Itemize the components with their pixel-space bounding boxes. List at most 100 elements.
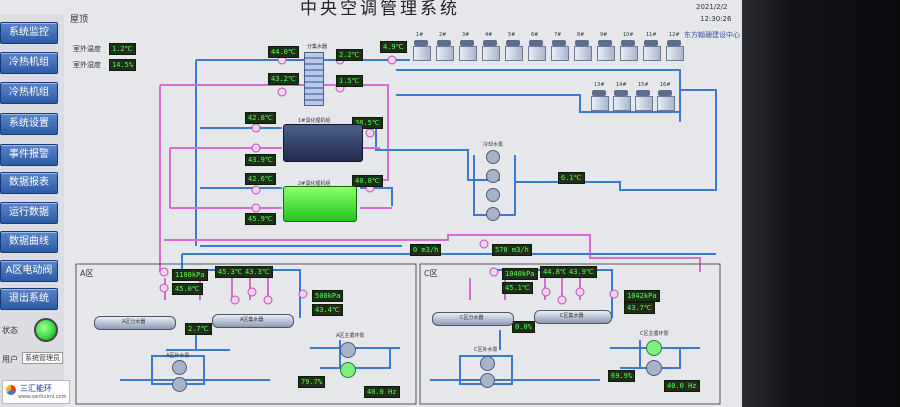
cooling-tower-fan-icon [575, 40, 589, 46]
cooling-tower[interactable]: 3# [458, 32, 477, 61]
sensor-marker [247, 287, 257, 297]
user-label: 用户 [2, 355, 18, 364]
reading-r2: 43.2℃ [268, 73, 299, 85]
nav-exit[interactable]: 退出系统 [0, 288, 58, 310]
nav-chiller-units[interactable]: 冷热机组 [0, 52, 58, 74]
cooling-tower-fan-icon [460, 40, 474, 46]
cooling-tower[interactable]: 14# [612, 82, 631, 111]
cooling-tower[interactable]: 1# [412, 32, 431, 61]
cooling-tower-fan-icon [437, 40, 451, 46]
zone-a-frame [75, 263, 417, 405]
cooling-tower-body-icon [597, 46, 615, 61]
cooling-tower-label: 4# [485, 32, 493, 38]
nav-event-alarm[interactable]: 事件报警 [0, 144, 58, 166]
cooling-tower-label: 7# [554, 32, 562, 38]
cooling-tower-body-icon [551, 46, 569, 61]
zone-a-humidity: 79.7% [298, 376, 326, 388]
cooling-tower-body-icon [657, 96, 675, 111]
sensor-marker [251, 203, 261, 213]
nav-system-monitor[interactable]: 系统监控 [0, 22, 58, 44]
section-title: 屋顶 [70, 15, 89, 25]
cooling-tower[interactable]: 7# [550, 32, 569, 61]
pipe-zone-c-3 [459, 355, 513, 385]
reading-r7: 43.9℃ [245, 154, 276, 166]
sensor-marker [230, 295, 240, 305]
zone-a-header-return-label: A区集水器 [240, 317, 264, 323]
logo-icon [6, 385, 16, 395]
outdoor-temp-value: 1.2℃ [109, 43, 136, 55]
cooling-tower-body-icon [643, 46, 661, 61]
zone-a-pump-label: A区补水泵 [166, 353, 190, 359]
cooling-tower-fan-icon [529, 40, 543, 46]
pipe-bottom-1 [164, 234, 701, 272]
cooling-tower[interactable]: 5# [504, 32, 523, 61]
sensor-marker [251, 123, 261, 133]
cooling-tower[interactable]: 2# [435, 32, 454, 61]
logo-box: 三汇能环 www.sanhuimi.com [2, 380, 70, 404]
logo-url: www.sanhuimi.com [18, 394, 67, 400]
zone-a-header-supply-label: A区分水器 [122, 319, 146, 325]
company-text: 东方翰珊建设中心 [684, 31, 740, 39]
reading-r1: 44.0℃ [268, 46, 299, 58]
cooling-tower[interactable]: 9# [596, 32, 615, 61]
cooling-tower-fan-icon [414, 40, 428, 46]
cooling-tower[interactable]: 11# [642, 32, 661, 61]
nav-run-data[interactable]: 运行数据 [0, 202, 58, 224]
sensor-marker [609, 289, 619, 299]
nav-chiller-units-2[interactable]: 冷热机组 [0, 82, 58, 104]
app-title: 中央空调管理系统 [300, 0, 460, 19]
sensor-marker [263, 295, 273, 305]
zone-a-p2: 43.3℃ [242, 266, 273, 278]
cooling-tower[interactable]: 16# [656, 82, 675, 111]
nav-system-settings[interactable]: 系统设置 [0, 113, 58, 135]
cooling-tower[interactable]: 4# [481, 32, 500, 61]
logo-text: 三汇能环 [20, 384, 52, 393]
zone-c-hz: 40.0 Hz [664, 380, 700, 392]
zone-a-pressure: 1100kPa [172, 269, 208, 281]
flow-1: 0 m3/h [410, 244, 442, 256]
reading-r11: 40.8℃ [352, 175, 383, 187]
chiller-1-label: 1#溴化锂机组 [298, 118, 331, 124]
cooling-tower-body-icon [459, 46, 477, 61]
cooling-tower-label: 3# [462, 32, 470, 38]
sensor-marker [387, 55, 397, 65]
cooling-tower-body-icon [591, 96, 609, 111]
cooling-tower-fan-icon [636, 90, 650, 96]
cooling-tower-fan-icon [506, 40, 520, 46]
chiller-1-icon [283, 124, 363, 162]
outdoor-temp-label: 室外温度 [73, 45, 101, 53]
zone-c-humidity: 69.9% [608, 370, 636, 382]
sensor-marker [365, 128, 375, 138]
cooling-tower-fan-icon [614, 90, 628, 96]
zone-a-pressure2: 500kPa [312, 290, 344, 302]
cooling-tower-label: 15# [638, 82, 649, 88]
zone-c-frame [419, 263, 721, 405]
zone-a-label: A区 [80, 269, 94, 278]
cooling-tower[interactable]: 8# [573, 32, 592, 61]
cooling-tower[interactable]: 13# [590, 82, 609, 111]
reading-r12: 6.1℃ [558, 172, 585, 184]
piping-diagram [75, 55, 721, 405]
status-label: 状态 [2, 326, 18, 335]
zone-a-supply-temp: 45.0℃ [172, 283, 203, 295]
cooling-tower-fan-icon [598, 40, 612, 46]
zone-c-supply-temp: 45.1℃ [502, 282, 533, 294]
cooling-tower[interactable]: 15# [634, 82, 653, 111]
cooling-tower-fan-icon [592, 90, 606, 96]
zone-c-pressure: 1040kPa [502, 268, 538, 280]
cooling-tower-label: 11# [646, 32, 657, 38]
nav-data-report[interactable]: 数据报表 [0, 172, 58, 194]
zone-a-return-temp: 2.7℃ [185, 323, 212, 335]
pump-icon [486, 207, 500, 221]
outdoor-humidity-value: 14.5% [109, 59, 137, 71]
nav-zone-a-valve[interactable]: A区电动阀 [0, 260, 58, 282]
nav-data-curve[interactable]: 数据曲线 [0, 231, 58, 253]
cooling-tower[interactable]: 6# [527, 32, 546, 61]
sensor-marker [277, 87, 287, 97]
zone-c-header-supply-label: C区分水器 [460, 315, 484, 321]
flow-2: 570 m3/h [492, 244, 532, 256]
cooling-tower[interactable]: 10# [619, 32, 638, 61]
cooling-tower[interactable]: 12# [665, 32, 684, 61]
pump-icon [646, 360, 662, 376]
outdoor-humidity-label: 室外湿度 [73, 61, 101, 69]
